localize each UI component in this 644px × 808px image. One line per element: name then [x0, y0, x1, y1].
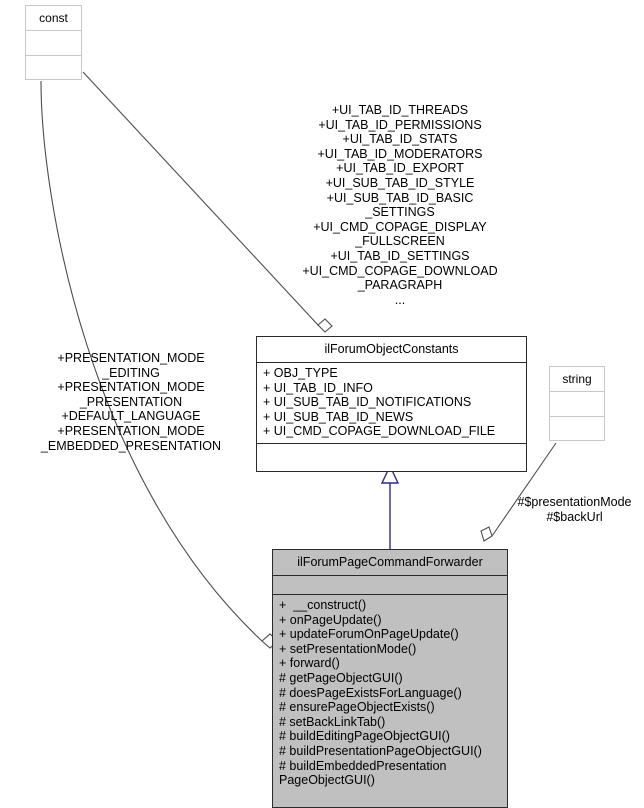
- member-item: # buildPresentationPageObjectGUI(): [279, 743, 482, 758]
- member-item: + OBJ_TYPE: [263, 366, 338, 380]
- attribute-list: + OBJ_TYPE+ UI_TAB_ID_INFO+ UI_SUB_TAB_I…: [257, 363, 526, 443]
- member-item: # buildEmbeddedPresentation: [279, 758, 447, 773]
- operation-list: + __construct()+ onPageUpdate()+ updateF…: [273, 595, 507, 792]
- member-item: + forward(): [279, 656, 340, 671]
- member-item: + onPageUpdate(): [279, 612, 382, 627]
- member-item: + UI_CMD_COPAGE_DOWNLOAD_FILE: [263, 424, 496, 439]
- edge-label-const-to-forum-object-constants: +UI_TAB_ID_THREADS+UI_TAB_ID_PERMISSIONS…: [302, 103, 498, 307]
- member-item: # setBackLinkTab(): [279, 714, 386, 729]
- member-item: # doesPageExistsForLanguage(): [279, 685, 462, 700]
- edge-inheritance-forwarder-to-constants: [380, 464, 400, 549]
- node-ilforumobjectconstants-title: ilForumObjectConstants: [257, 337, 526, 363]
- node-string-attributes: [550, 392, 604, 417]
- node-const[interactable]: const: [25, 5, 82, 80]
- node-ilforumobjectconstants[interactable]: ilForumObjectConstants + OBJ_TYPE+ UI_TA…: [256, 336, 527, 472]
- node-string[interactable]: string: [549, 366, 605, 441]
- node-ilforumpagecommandforwarder-operations: + __construct()+ onPageUpdate()+ updateF…: [273, 595, 507, 792]
- node-ilforumpagecommandforwarder[interactable]: ilForumPageCommandForwarder + __construc…: [272, 549, 508, 808]
- node-ilforumobjectconstants-attributes: + OBJ_TYPE+ UI_TAB_ID_INFO+ UI_SUB_TAB_I…: [257, 363, 526, 444]
- node-const-title: const: [26, 6, 81, 31]
- attribute-list: [273, 576, 507, 583]
- node-const-operations: [26, 56, 81, 81]
- edge-label-string-to-forwarder: #$presentationMode#$backUrl: [517, 495, 632, 524]
- member-item: + updateForumOnPageUpdate(): [279, 627, 459, 642]
- member-item: # getPageObjectGUI(): [279, 670, 403, 685]
- member-item: PageObjectGUI(): [279, 773, 375, 788]
- node-ilforumpagecommandforwarder-attributes: [273, 576, 507, 595]
- node-ilforumobjectconstants-operations: [257, 444, 526, 463]
- node-ilforumpagecommandforwarder-title: ilForumPageCommandForwarder: [273, 550, 507, 576]
- node-string-operations: [550, 417, 604, 442]
- member-item: + __construct(): [279, 598, 367, 612]
- member-item: + setPresentationMode(): [279, 641, 417, 656]
- node-string-title: string: [550, 367, 604, 392]
- member-item: + UI_SUB_TAB_ID_NOTIFICATIONS: [263, 395, 472, 410]
- member-item: # ensurePageObjectExists(): [279, 700, 435, 715]
- member-item: + UI_TAB_ID_INFO: [263, 380, 373, 395]
- edge-label-const-to-forwarder: +PRESENTATION_MODE_EDITING+PRESENTATION_…: [40, 351, 222, 453]
- member-item: + UI_SUB_TAB_ID_NEWS: [263, 409, 414, 424]
- operation-list: [257, 444, 526, 451]
- member-item: # buildEditingPageObjectGUI(): [279, 729, 450, 744]
- node-const-attributes: [26, 31, 81, 56]
